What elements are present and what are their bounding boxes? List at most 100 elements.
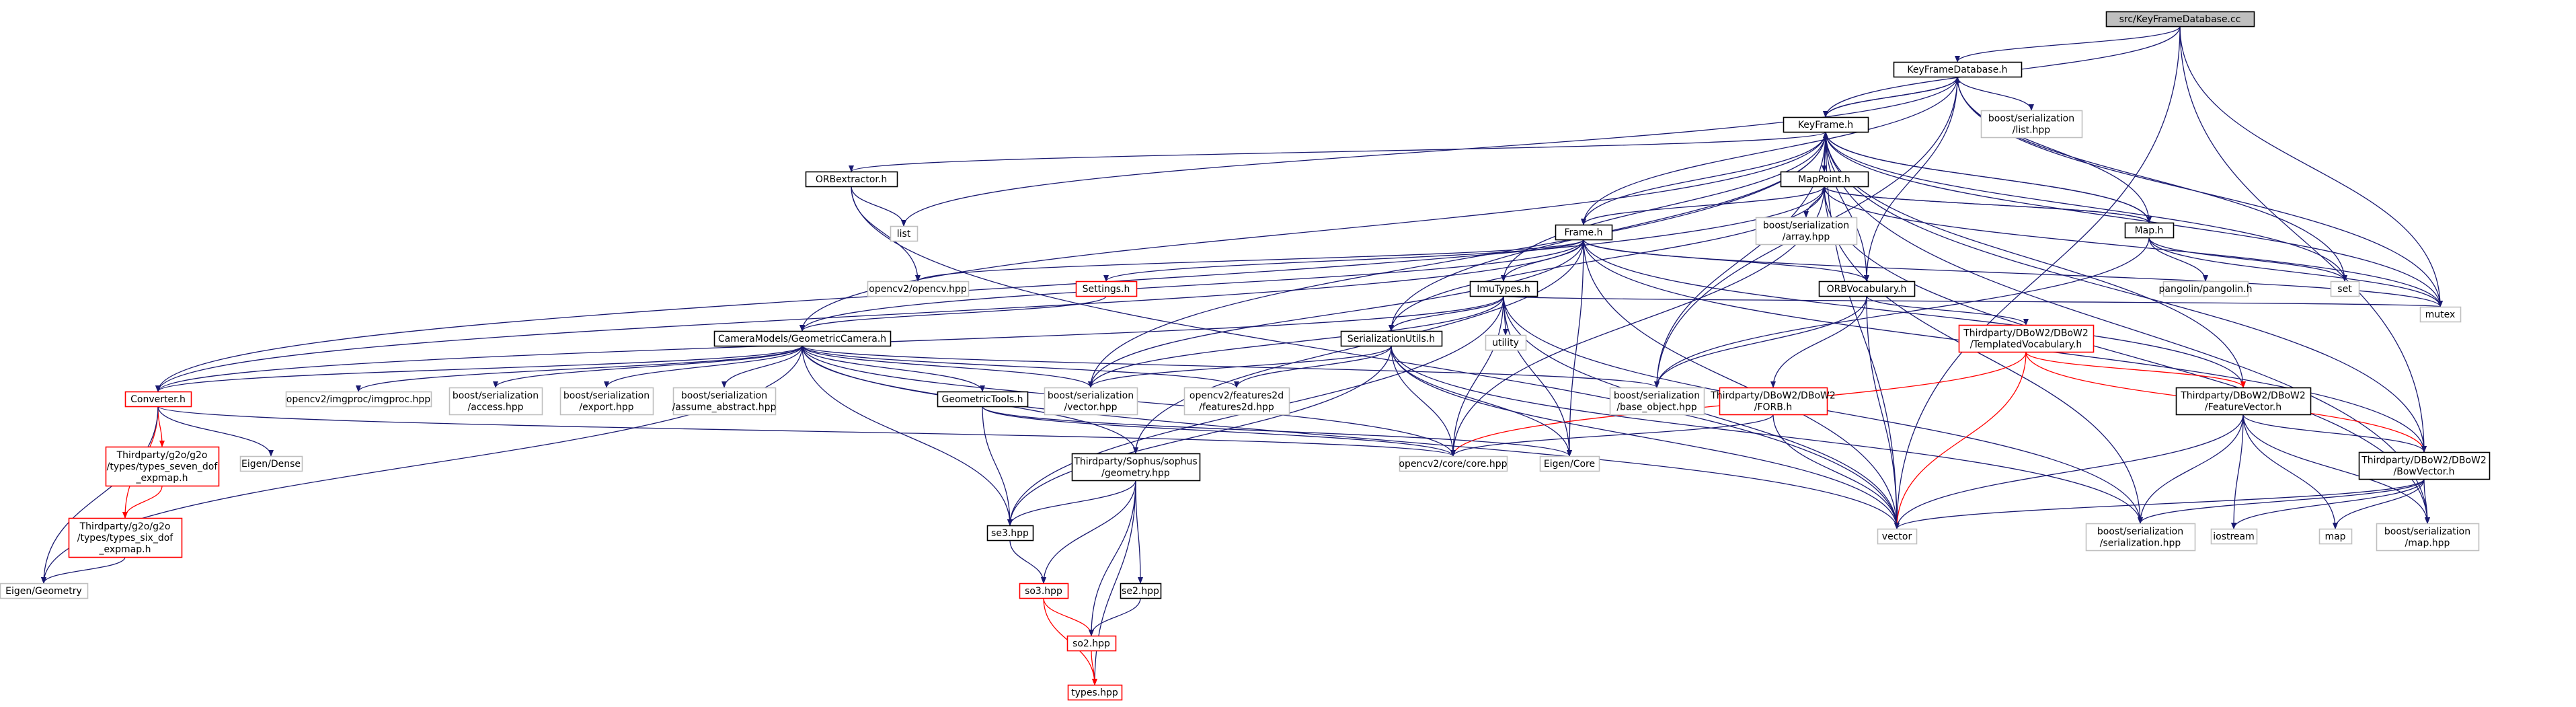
node-eigendense[interactable]: Eigen/Dense (239, 455, 303, 472)
node-label: mutex (2425, 309, 2456, 320)
edge-geocam-to-bsvector (802, 345, 1093, 388)
edge-converter-to-eigengeo (41, 406, 159, 584)
node-label: KeyFrameDatabase.h (1907, 65, 2007, 75)
edge-featvec-to-bsmap (2242, 414, 2430, 524)
edge-orbext-to-list (851, 186, 906, 227)
node-label: /types/types_six_dof (77, 533, 173, 544)
node-box (448, 387, 543, 416)
node-label: utility (1492, 338, 1519, 348)
node-kfdb[interactable]: KeyFrameDatabase.h (1893, 61, 2023, 78)
edge-bowvec-to-iostream (2231, 478, 2425, 529)
node-geotools[interactable]: GeometricTools.h (937, 391, 1029, 408)
node-so3[interactable]: so3.hpp (1019, 583, 1069, 599)
node-g2o7[interactable]: Thirdparty/g2o/g2o/types/types_seven_dof… (105, 446, 220, 487)
node-map[interactable]: map (2318, 528, 2353, 545)
node-eigencore[interactable]: Eigen/Core (1539, 455, 1600, 472)
node-label: Map.h (2135, 225, 2164, 236)
node-bsvector[interactable]: boost/serialization/vector.hpp (1044, 387, 1138, 416)
node-bsser[interactable]: boost/serialization/serialization.hpp (2085, 523, 2196, 552)
node-label: _expmap.h (99, 544, 151, 555)
node-sophusgeo[interactable]: Thirdparty/Sophus/sophus/geometry.hpp (1071, 453, 1201, 482)
node-tmplvoc[interactable]: Thirdparty/DBoW2/DBoW2/TemplatedVocabula… (1958, 324, 2095, 353)
node-featvec[interactable]: Thirdparty/DBoW2/DBoW2/FeatureVector.h (2175, 387, 2312, 416)
node-iostream[interactable]: iostream (2210, 528, 2258, 545)
node-settings[interactable]: Settings.h (1075, 281, 1138, 297)
node-typeshpp[interactable]: types.hpp (1067, 684, 1123, 701)
node-bowvec[interactable]: Thirdparty/DBoW2/DBoW2/BowVector.h (2358, 451, 2491, 480)
node-label: ImuTypes.h (1477, 284, 1530, 295)
edge-kf-to-frame (1581, 131, 1826, 225)
node-label: opencv2/imgproc/imgproc.hpp (286, 394, 430, 405)
node-features2d[interactable]: opencv2/features2d/features2d.hpp (1183, 387, 1290, 416)
node-fork[interactable]: Thirdparty/DBoW2/DBoW2/FORB.h (1710, 387, 1836, 416)
node-label: boost/serialization (1763, 221, 1849, 231)
node-bsassume[interactable]: boost/serialization/assume_abstract.hpp (672, 387, 777, 416)
node-label: src/KeyFrameDatabase.cc (2119, 14, 2241, 25)
node-label: Converter.h (130, 394, 186, 405)
node-label: /map.hpp (2405, 538, 2450, 549)
node-root[interactable]: src/KeyFrameDatabase.cc (2105, 11, 2255, 28)
node-label: /access.hpp (468, 402, 524, 413)
node-box (2124, 222, 2175, 239)
node-label: /features2d.hpp (1199, 402, 1274, 413)
edge-root-to-kfdb (1955, 26, 2181, 63)
edge-so3-to-so2 (1043, 597, 1094, 636)
edge-geocam-to-bsaccess (493, 345, 803, 388)
node-box (1469, 281, 1538, 297)
node-g2o6[interactable]: Thirdparty/g2o/g2o/types/types_six_dof_e… (68, 517, 183, 558)
edge-maph-to-mutex (2148, 237, 2443, 307)
node-box (124, 391, 192, 408)
node-label: SerializationUtils.h (1348, 334, 1435, 344)
node-eigengeo[interactable]: Eigen/Geometry (0, 583, 89, 599)
node-label: Thirdparty/DBoW2/DBoW2 (2361, 455, 2487, 466)
node-se2[interactable]: se2.hpp (1120, 583, 1162, 599)
node-bsarray[interactable]: boost/serialization/array.hpp (1755, 217, 1858, 246)
node-orbext[interactable]: ORBextractor.h (805, 171, 898, 188)
node-label: se2.hpp (1122, 586, 1159, 597)
node-so2[interactable]: so2.hpp (1066, 635, 1117, 652)
node-ocvhpp[interactable]: opencv2/opencv.hpp (867, 281, 970, 297)
edge-maph-to-mappoint (1822, 186, 2150, 223)
node-bsaccess[interactable]: boost/serialization/access.hpp (448, 387, 543, 416)
node-bsexport[interactable]: boost/serialization/export.hpp (559, 387, 654, 416)
node-box (1719, 387, 1828, 416)
node-label: vector (1882, 531, 1912, 542)
edge-mappoint-to-bsser (1824, 186, 2143, 524)
node-maph[interactable]: Map.h (2124, 222, 2175, 239)
node-corehpp[interactable]: opencv2/core/core.hpp (1399, 455, 1508, 472)
node-box (1893, 61, 2023, 78)
node-box (2085, 523, 2196, 552)
edge-sophusgeo-to-so2 (1089, 480, 1136, 636)
node-geocam[interactable]: CameraModels/GeometricCamera.h (713, 330, 892, 347)
node-list[interactable]: list (890, 225, 919, 242)
node-vector[interactable]: vector (1877, 528, 1918, 545)
edge-kfdb-to-orbvoc (1864, 76, 1958, 282)
edge-kf-to-vector (1825, 131, 1900, 529)
node-label: boost/serialization (453, 391, 539, 402)
node-label: opencv2/core/core.hpp (1399, 459, 1507, 470)
node-utility[interactable]: utility (1485, 334, 1527, 351)
node-imgproc[interactable]: opencv2/imgproc/imgproc.hpp (285, 391, 432, 408)
node-label: Frame.h (1565, 227, 1603, 238)
node-bsbase[interactable]: boost/serialization/base_object.hpp (1609, 387, 1705, 416)
node-bslist[interactable]: boost/serialization/list.hpp (1980, 110, 2083, 139)
node-orbvoc[interactable]: ORBVocabulary.h (1818, 281, 1916, 297)
node-mutex[interactable]: mutex (2419, 306, 2462, 323)
edge-featvec-to-map (2242, 414, 2338, 529)
node-imutypes[interactable]: ImuTypes.h (1469, 281, 1538, 297)
node-kf[interactable]: KeyFrame.h (1783, 116, 1869, 133)
node-frame[interactable]: Frame.h (1555, 224, 1613, 241)
edge-root-to-mutex (2179, 26, 2443, 307)
node-serutils[interactable]: SerializationUtils.h (1340, 330, 1443, 347)
edge-mappoint-to-converter (155, 186, 1825, 392)
node-box (1958, 324, 2095, 353)
node-bsmap[interactable]: boost/serialization/map.hpp (2376, 523, 2480, 552)
node-label: iostream (2213, 531, 2255, 542)
node-set[interactable]: set (2330, 281, 2360, 297)
node-label: /FeatureVector.h (2205, 402, 2281, 413)
node-converter[interactable]: Converter.h (124, 391, 192, 408)
node-box (2318, 528, 2353, 545)
node-pangolin[interactable]: pangolin/pangolin.h (2159, 281, 2253, 297)
node-mappoint[interactable]: MapPoint.h (1780, 171, 1869, 188)
node-se3[interactable]: se3.hpp (986, 525, 1034, 542)
